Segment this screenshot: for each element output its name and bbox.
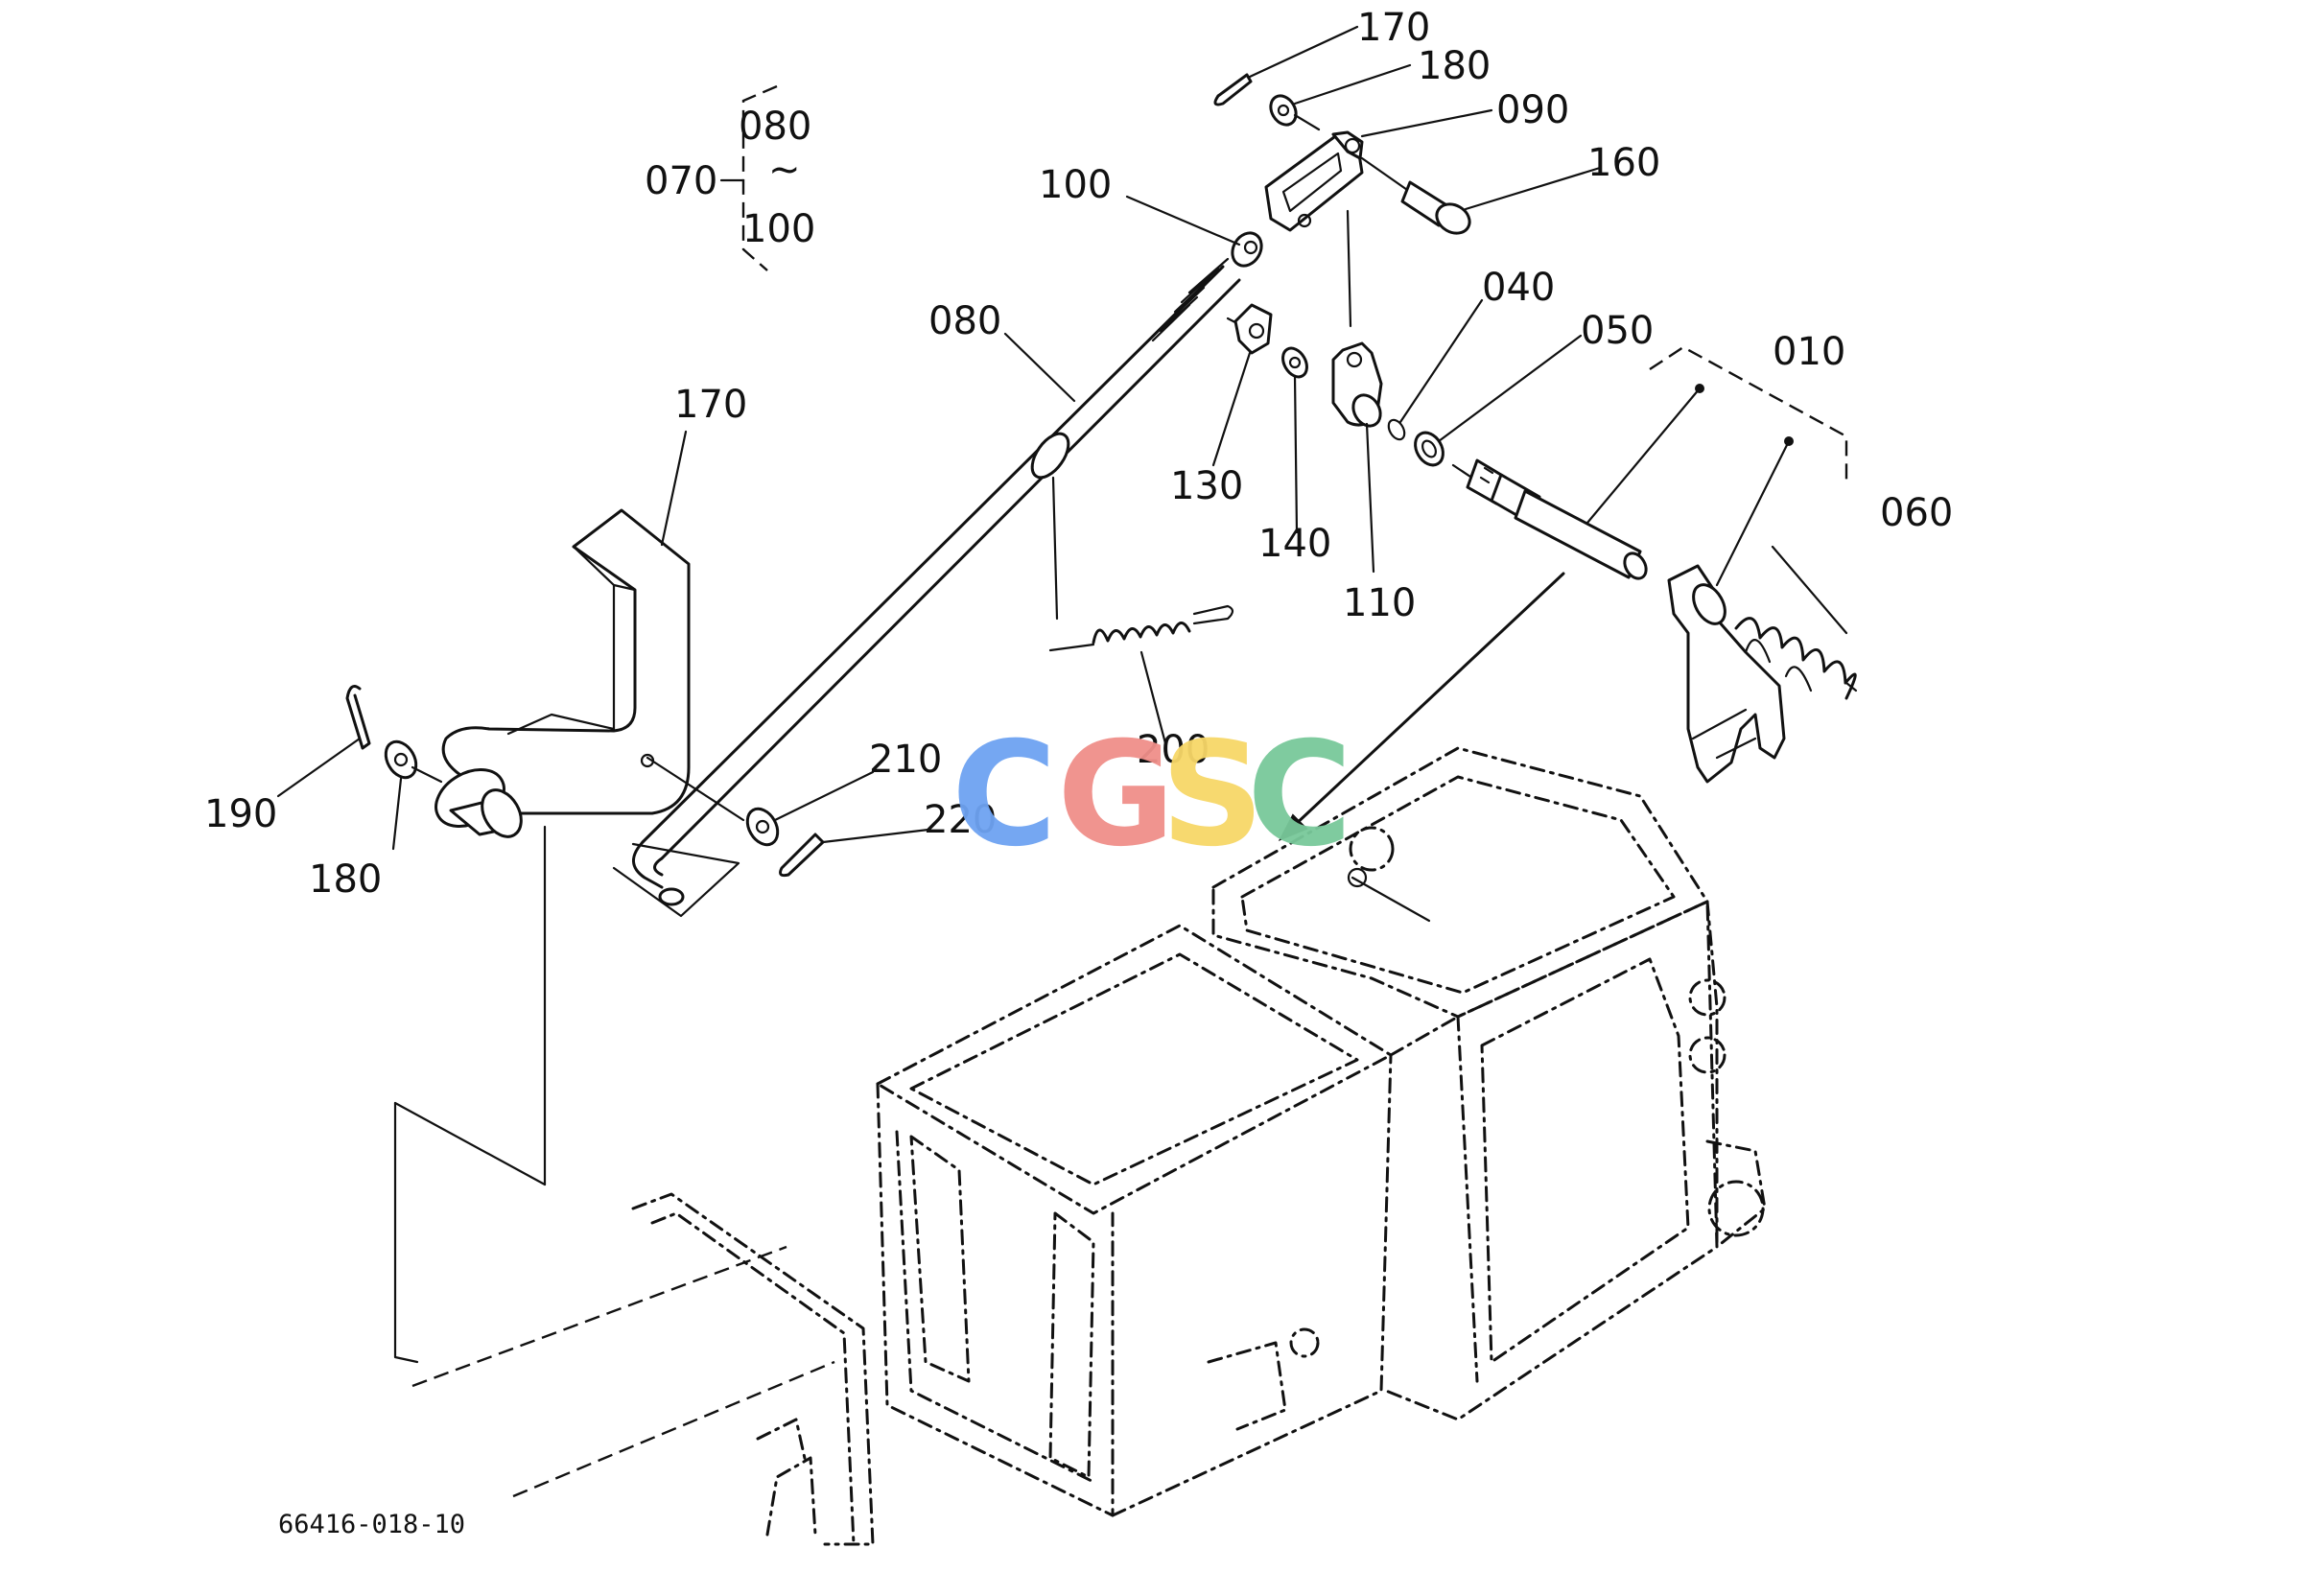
callout-160: 180 (1418, 44, 1491, 88)
callout-140: 160 (1587, 141, 1660, 185)
callout-010: 010 (1773, 330, 1845, 374)
drawing-code: 66416-018-10 (278, 1510, 465, 1539)
clutch-rod-part-080 (612, 257, 1241, 918)
o-ring-part-040 (1387, 418, 1406, 441)
washer-part-210 (646, 756, 780, 847)
group-range-start: 080 (739, 105, 811, 149)
callout-120: 130 (1170, 464, 1243, 508)
watermark-letter-4: C (1247, 712, 1352, 879)
callout-170: 170 (674, 383, 747, 427)
watermark-letter-1: C (951, 712, 1057, 879)
nut-part-100 (1231, 231, 1263, 268)
callout-220: 220 (924, 798, 997, 842)
group-070-bracket (719, 84, 778, 271)
washer-part-160 (1269, 94, 1321, 131)
lock-washer-part-130 (1281, 346, 1308, 379)
washer-part-180 (384, 739, 443, 784)
clutch-pedal-part-170 (435, 508, 691, 838)
group-label-070: 070 (645, 159, 717, 203)
callout-040: 040 (1482, 266, 1555, 310)
callout-210: 210 (869, 738, 942, 782)
clevis-pin-part-140 (1400, 180, 1471, 235)
release-shaft-part-010 (1451, 384, 1794, 784)
transmission-housing (393, 746, 1767, 1546)
watermark-letter-2: G (1057, 712, 1175, 879)
callout-150: 170 (1357, 6, 1430, 50)
assembly-arrow (1278, 572, 1565, 841)
release-arm-part-110 (1331, 341, 1383, 428)
callout-130: 140 (1258, 522, 1331, 566)
split-pin-part-150 (1213, 73, 1253, 106)
cotter-pin-part-220 (779, 833, 825, 878)
callout-190: 190 (204, 792, 277, 836)
callout-100: 100 (1039, 163, 1112, 207)
callout-200: 200 (1137, 728, 1210, 772)
callout-leaders (276, 25, 1848, 851)
callout-labels: 170 180 090 160 100 080 040 050 010 060 … (204, 6, 1953, 1539)
group-range-mark: ~ (768, 148, 801, 192)
callout-180: 180 (309, 857, 382, 902)
watermark-logo: C G S C (951, 712, 1352, 879)
seal-part-050 (1414, 431, 1445, 467)
callout-080: 080 (928, 299, 1001, 343)
callout-060: 060 (1880, 491, 1953, 535)
watermark-letter-3: S (1161, 712, 1264, 879)
callout-050: 050 (1581, 309, 1654, 353)
group-range-end: 100 (742, 207, 815, 251)
return-spring-part-200 (1048, 476, 1234, 745)
nut-part-120 (1226, 303, 1273, 355)
callout-110: 110 (1343, 581, 1416, 625)
callout-090: 090 (1496, 88, 1569, 132)
input-shaft (411, 1245, 835, 1498)
cotter-pin-part-190 (345, 685, 371, 750)
clevis-yoke-part-090 (1264, 130, 1412, 328)
return-spring-part-060 (1734, 617, 1858, 700)
